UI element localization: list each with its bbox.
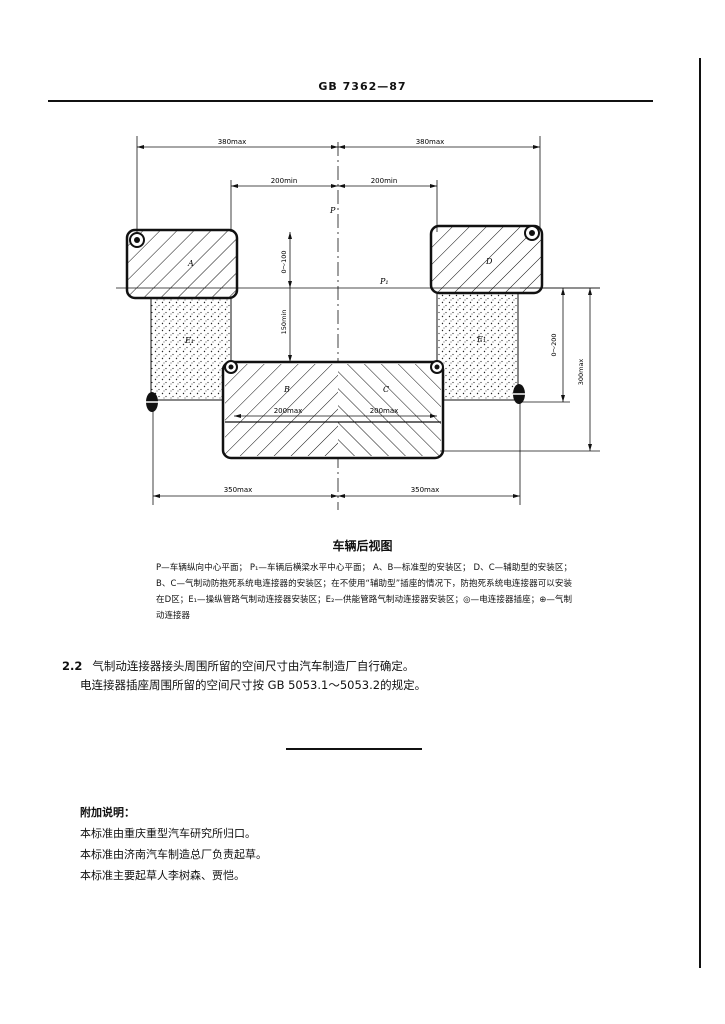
section-line-2: 电连接器插座周围所留的空间尺寸按 GB 5053.1～5053.2的规定。: [80, 678, 427, 692]
document-header: GB 7362—87: [318, 80, 407, 93]
label-zone-C: C: [383, 385, 389, 394]
figure-caption: 车辆后视图: [332, 539, 393, 553]
dim-label-top-left: 380max: [218, 138, 247, 146]
separator-line: [286, 748, 422, 750]
label-P1: P₁: [379, 277, 389, 286]
dim-label-0-100: 0～100: [280, 250, 288, 273]
air-brake-coupling-icon: [144, 392, 160, 412]
dim-label-top-right: 380max: [416, 138, 445, 146]
electrical-socket-icon: [224, 360, 238, 374]
dim-label-inner-left: 200min: [271, 177, 298, 185]
dim-label-inner-right: 200min: [371, 177, 398, 185]
note-item: 本标准主要起草人李树森、贾恺。: [80, 869, 245, 882]
dim-label-bottom-right: 350max: [411, 486, 440, 494]
page-border: [699, 58, 701, 968]
additional-notes: 附加说明： 本标准由重庆重型汽车研究所归口。 本标准由济南汽车制造总厂负责起草。…: [80, 802, 267, 886]
section-line-1: 气制动连接器接头周围所留的空间尺寸由汽车制造厂自行确定。: [92, 659, 415, 673]
label-P: P: [329, 206, 336, 215]
note-item: 本标准由济南汽车制造总厂负责起草。: [80, 848, 267, 861]
zone-E1-right: [436, 292, 519, 401]
dim-label-200max-right: 200max: [370, 407, 399, 415]
section-2-2: 2.2 气制动连接器接头周围所留的空间尺寸由汽车制造厂自行确定。: [62, 657, 662, 675]
label-zone-E1-right: E₁: [476, 335, 486, 344]
label-zone-D: D: [485, 257, 493, 266]
label-zone-B: B: [283, 385, 290, 394]
section-number: 2.2: [62, 659, 83, 673]
electrical-socket-icon: [129, 232, 145, 248]
dim-label-300max: 300max: [577, 359, 585, 386]
label-zone-A: A: [187, 259, 194, 268]
legend-text: P—车辆纵向中心平面； P₁—车辆后横梁水平中心平面； A、B—标准型的安装区；…: [156, 563, 572, 621]
label-zone-E1-left: E₁: [184, 336, 194, 345]
electrical-socket-icon: [430, 360, 444, 374]
zone-E1-left: [150, 297, 232, 401]
air-brake-coupling-icon: [511, 384, 527, 404]
dim-label-0-200: 0～200: [550, 333, 558, 356]
dim-label-200max-left: 200max: [274, 407, 303, 415]
electrical-socket-icon: [524, 225, 540, 241]
dim-label-bottom-left: 350max: [224, 486, 253, 494]
dim-label-150min: 150min: [280, 310, 288, 335]
note-item: 本标准由重庆重型汽车研究所归口。: [80, 827, 256, 840]
notes-title: 附加说明：: [80, 806, 135, 819]
figure-legend: P—车辆纵向中心平面； P₁—车辆后横梁水平中心平面； A、B—标准型的安装区；…: [156, 560, 572, 624]
header-rule: [48, 100, 653, 102]
zone-C: [338, 364, 441, 456]
zone-B: [225, 364, 338, 456]
